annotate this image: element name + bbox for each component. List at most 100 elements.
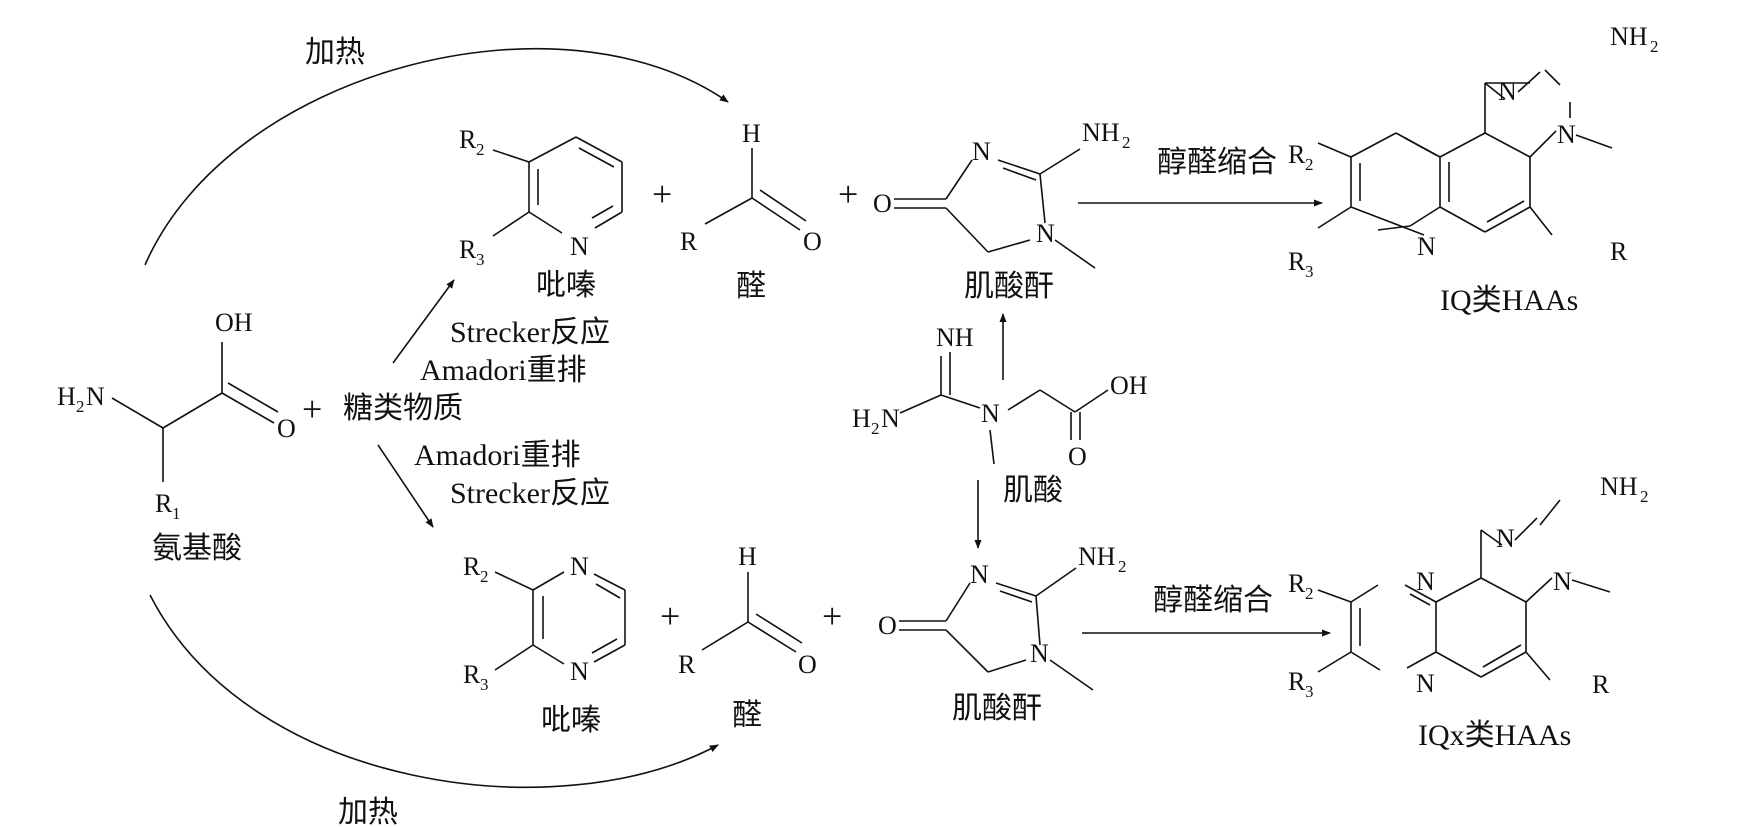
- aldehyde-structure-top: H R O: [680, 119, 822, 256]
- arrow-to-pyridine: [392, 279, 455, 364]
- svg-text:R: R: [1592, 670, 1610, 699]
- svg-text:2: 2: [1650, 37, 1659, 56]
- svg-text:O: O: [873, 189, 892, 218]
- svg-text:R: R: [1288, 247, 1306, 276]
- svg-text:R: R: [1288, 667, 1306, 696]
- svg-text:2: 2: [1305, 584, 1314, 603]
- svg-text:R: R: [1610, 237, 1628, 266]
- pyrazine-structure: N N R 2 R 3: [463, 552, 626, 694]
- heat-label-top: 加热: [305, 36, 365, 69]
- strecker-label-top: Strecker反应: [450, 316, 610, 349]
- svg-text:N: N: [1416, 567, 1435, 596]
- svg-text:R: R: [463, 660, 481, 689]
- strecker-label-bottom: Strecker反应: [450, 477, 610, 510]
- amadori-label-top: Amadori重排: [420, 354, 587, 387]
- svg-text:O: O: [1068, 442, 1087, 471]
- svg-text:N: N: [981, 399, 1000, 428]
- aldehyde-label-bottom: 醛: [732, 699, 762, 732]
- svg-text:N: N: [570, 232, 589, 261]
- svg-text:2: 2: [1122, 133, 1131, 152]
- pyrazine-label: 吡嗪: [541, 704, 601, 737]
- iq-haa-structure: N N N NH 2 R 2 R 3 R: [1288, 22, 1659, 281]
- aldol-label-top: 醇醛缩合: [1157, 146, 1277, 179]
- svg-text:N: N: [1553, 567, 1572, 596]
- svg-text:3: 3: [476, 250, 485, 269]
- svg-text:2: 2: [480, 567, 489, 586]
- iqx-haa-label: IQx类HAAs: [1418, 719, 1571, 752]
- creatine-structure: NH H 2 N N OH O: [852, 323, 1148, 471]
- svg-text:H: H: [742, 119, 761, 148]
- svg-text:N: N: [1416, 669, 1435, 698]
- aldol-label-bottom: 醇醛缩合: [1153, 584, 1273, 617]
- aldehyde-structure-bottom: H R O: [678, 542, 817, 679]
- svg-text:R: R: [1288, 569, 1306, 598]
- heat-arrow-top: [144, 47, 729, 266]
- creatinine-structure-top: O N N NH 2: [873, 118, 1131, 269]
- svg-text:H: H: [738, 542, 757, 571]
- svg-text:N: N: [1496, 524, 1515, 553]
- svg-text:2: 2: [1118, 557, 1127, 576]
- creatinine-label-bottom: 肌酸酐: [952, 692, 1042, 725]
- plus-sign: +: [302, 389, 322, 429]
- pyridine-label: 吡嗪: [536, 269, 596, 302]
- pyridine-structure: N R 2 R 3: [459, 125, 623, 269]
- creatinine-label-top: 肌酸酐: [964, 270, 1054, 303]
- svg-text:N: N: [1498, 77, 1517, 106]
- svg-text:N: N: [1030, 639, 1049, 668]
- amino-acid-structure: H 2 N OH O R 1: [57, 308, 296, 523]
- svg-text:N: N: [86, 382, 105, 411]
- svg-text:N: N: [1557, 120, 1576, 149]
- svg-text:2: 2: [76, 397, 85, 416]
- aldehyde-label-top: 醛: [736, 270, 766, 303]
- plus-sign: +: [652, 174, 672, 214]
- amino-acid-label: 氨基酸: [152, 532, 242, 565]
- svg-text:2: 2: [1305, 155, 1314, 174]
- svg-text:2: 2: [871, 419, 880, 438]
- svg-text:R: R: [678, 650, 696, 679]
- svg-text:N: N: [1417, 232, 1436, 261]
- svg-text:3: 3: [1305, 682, 1314, 701]
- plus-sign: +: [660, 596, 680, 636]
- heat-label-bottom: 加热: [338, 796, 398, 827]
- svg-text:NH: NH: [1082, 118, 1120, 147]
- iq-haa-label: IQ类HAAs: [1440, 284, 1578, 317]
- svg-text:N: N: [570, 657, 589, 686]
- svg-text:R: R: [459, 125, 477, 154]
- svg-text:N: N: [881, 404, 900, 433]
- iqx-haa-structure: N N N N NH 2 R 2 R 3 R: [1288, 472, 1649, 701]
- svg-text:2: 2: [1640, 487, 1649, 506]
- svg-text:NH: NH: [1600, 472, 1638, 501]
- svg-text:N: N: [570, 552, 589, 581]
- svg-text:NH: NH: [1078, 542, 1116, 571]
- svg-text:3: 3: [1305, 262, 1314, 281]
- sugars-label: 糖类物质: [343, 392, 463, 425]
- svg-text:R: R: [155, 489, 173, 518]
- svg-text:H: H: [852, 404, 871, 433]
- svg-text:H: H: [57, 382, 76, 411]
- svg-text:O: O: [878, 611, 897, 640]
- svg-text:N: N: [970, 560, 989, 589]
- svg-text:OH: OH: [1110, 371, 1148, 400]
- svg-text:O: O: [803, 227, 822, 256]
- creatine-label: 肌酸: [1003, 474, 1063, 507]
- plus-sign: +: [838, 174, 858, 214]
- svg-text:N: N: [1036, 219, 1055, 248]
- svg-text:R: R: [1288, 140, 1306, 169]
- svg-text:3: 3: [480, 675, 489, 694]
- plus-sign: +: [822, 596, 842, 636]
- svg-text:O: O: [798, 650, 817, 679]
- svg-text:2: 2: [476, 140, 485, 159]
- amadori-label-bottom: Amadori重排: [414, 439, 581, 472]
- svg-text:O: O: [277, 414, 296, 443]
- arrow-to-pyrazine: [377, 444, 434, 528]
- svg-text:NH: NH: [936, 323, 974, 352]
- svg-text:R: R: [680, 227, 698, 256]
- svg-text:N: N: [972, 137, 991, 166]
- svg-text:1: 1: [172, 504, 181, 523]
- svg-text:R: R: [459, 235, 477, 264]
- svg-text:NH: NH: [1610, 22, 1648, 51]
- svg-text:R: R: [463, 552, 481, 581]
- svg-text:OH: OH: [215, 308, 253, 337]
- heat-arrow-bottom: [149, 594, 719, 789]
